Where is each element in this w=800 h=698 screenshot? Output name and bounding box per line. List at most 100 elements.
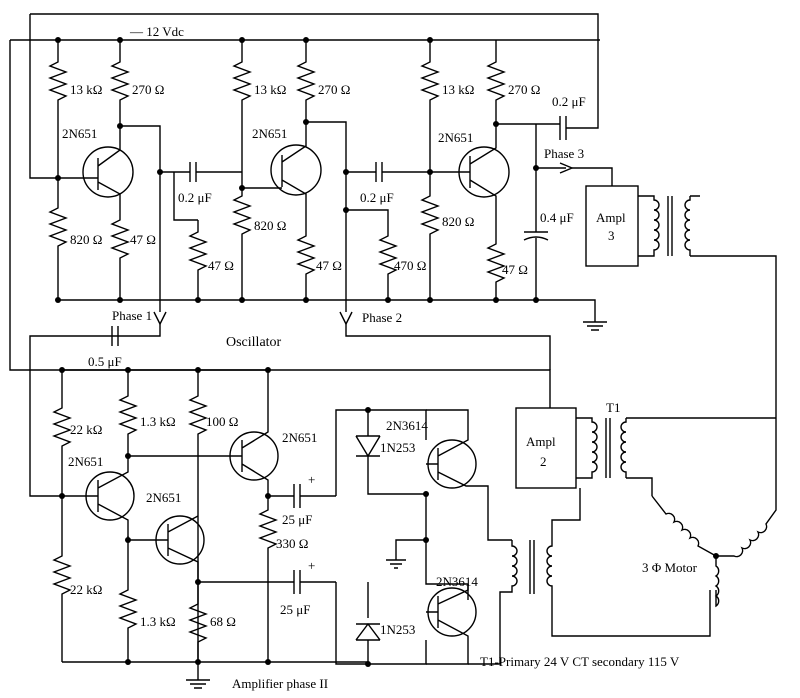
label-c1-r: 47 Ω	[208, 258, 234, 273]
resistor-470	[346, 209, 398, 300]
oscillator-section: 13 kΩ 270 Ω 2N651 820 Ω 47 Ω 0.2 μF 47 Ω	[9, 13, 607, 408]
ampl3-block: Ampl 3	[572, 167, 777, 420]
amp-ground	[186, 662, 210, 689]
label-amp-q1: 2N651	[68, 454, 103, 469]
transistor-q2-body	[270, 144, 322, 196]
label-c2: 0.2 μF	[360, 190, 394, 205]
motor-coil-a	[651, 495, 717, 557]
resistor-47-3	[486, 240, 506, 300]
resistor-22k-top	[52, 370, 72, 496]
resistor-22k-bot	[52, 496, 72, 662]
amplifier-title: Amplifier phase II	[232, 676, 328, 691]
amplifier-section: 0.5 μF 22 kΩ 22 kΩ 1.3 kΩ	[29, 324, 711, 691]
ampl3-box	[585, 185, 639, 267]
resistor-820-1	[48, 178, 68, 300]
label-1.3k-top: 1.3 kΩ	[140, 414, 176, 429]
resistor-270-2	[296, 40, 316, 122]
amp-transistor-q1-body	[85, 471, 135, 521]
motor-coil-c	[714, 556, 720, 608]
label-13k-3: 13 kΩ	[442, 82, 474, 97]
label-2n651-1: 2N651	[62, 126, 97, 141]
label-2n3614-upper: 2N3614	[386, 418, 428, 433]
capacitor-25-a	[268, 484, 336, 508]
output-secondary	[546, 488, 711, 637]
ampl3-secondary	[684, 195, 777, 420]
t1-primary	[576, 417, 598, 479]
label-820-3: 820 Ω	[442, 214, 474, 229]
feedback-capacitor	[496, 116, 580, 140]
label-1.3k-bot: 1.3 kΩ	[140, 614, 176, 629]
ground-rail	[58, 299, 596, 322]
label-cap-a: 25 μF	[282, 512, 312, 527]
oscillator-title: Oscillator	[226, 335, 282, 350]
label-c2-r: 470 Ω	[394, 258, 426, 273]
resistor-13k-3	[420, 40, 440, 172]
label-47-1: 47 Ω	[130, 232, 156, 247]
diode-1n253-lower	[355, 582, 381, 664]
transistor-q2-leads	[232, 122, 307, 232]
ground-symbol	[583, 321, 607, 331]
transistor-q3-leads	[430, 124, 497, 240]
phase3-label: Phase 3	[544, 146, 584, 161]
collector-out-1	[120, 125, 161, 312]
osc-stage-2: 13 kΩ 270 Ω 2N651 820 Ω 47 Ω	[232, 37, 551, 370]
resistor-820-3	[420, 172, 440, 300]
phase2-label: Phase 2	[362, 310, 402, 325]
label-47-2: 47 Ω	[316, 258, 342, 273]
resistor-1.3k-bot	[118, 536, 138, 662]
label-47-3: 47 Ω	[502, 262, 528, 277]
transformer-note: T1-Primary 24 V CT secondary 115 V	[480, 654, 680, 669]
phase1-label: Phase 1	[112, 308, 152, 323]
phase2-arrow	[339, 311, 353, 326]
label-820-2: 820 Ω	[254, 218, 286, 233]
collector-out-2	[306, 121, 347, 312]
label-2n651-3: 2N651	[438, 130, 473, 145]
t1-core	[605, 418, 611, 478]
amp-q3-leads	[128, 370, 269, 496]
resistor-100	[188, 370, 208, 662]
label-cfb: 0.2 μF	[552, 94, 586, 109]
osc-stage-1: 13 kΩ 270 Ω 2N651 820 Ω 47 Ω	[48, 37, 167, 326]
resistor-13k-2	[232, 40, 252, 188]
upper-drive-wire	[335, 409, 427, 496]
coupling-capacitor-2: 0.2 μF 470 Ω	[343, 162, 430, 303]
amp-q1-leads	[92, 456, 129, 540]
label-270-3: 270 Ω	[508, 82, 540, 97]
phase2-wire	[345, 324, 551, 370]
supply-label: — 12 Vdc	[129, 24, 184, 39]
lower-drive-wire	[335, 582, 427, 665]
label-amp-q3: 2N651	[282, 430, 317, 445]
ampl2-line1: Ampl	[526, 434, 556, 449]
resistor-47-2	[296, 232, 316, 300]
t1-label: T1	[606, 400, 620, 415]
feedback-wire	[30, 13, 599, 129]
resistor-820-2	[232, 188, 252, 300]
motor-coil-b	[716, 420, 777, 558]
motor-label: 3 Φ Motor	[642, 560, 698, 575]
label-c-in: 0.5 μF	[88, 354, 122, 369]
label-2n651-2: 2N651	[252, 126, 287, 141]
label-amp-q2: 2N651	[146, 490, 181, 505]
label-cap-b: 25 μF	[280, 602, 310, 617]
label-270-2: 270 Ω	[318, 82, 350, 97]
label-270-1: 270 Ω	[132, 82, 164, 97]
label-2n3614-lower: 2N3614	[436, 574, 478, 589]
resistor-1.3k-top	[118, 370, 138, 456]
ampl2-line2: 2	[540, 454, 547, 469]
transistor-q1-leads	[92, 126, 121, 210]
ampl3-line1: Ampl	[596, 210, 626, 225]
label-13k-2: 13 kΩ	[254, 82, 286, 97]
label-1n253-lower: 1N253	[380, 622, 415, 637]
lower-q-leads	[426, 584, 469, 665]
input-coupling	[29, 324, 161, 497]
capacitor-25-b	[290, 570, 336, 594]
resistor-47-c1	[173, 172, 208, 300]
cap-0.2-2	[346, 162, 430, 182]
upper-q-leads	[426, 409, 512, 541]
osc-stage-3: 13 kΩ 270 Ω 2N651 820 Ω 47 Ω 0.2 μF 0.4 …	[420, 37, 586, 303]
ampl2-block: Ampl 2 T1	[515, 400, 776, 496]
label-68: 68 Ω	[210, 614, 236, 629]
label-c1: 0.2 μF	[178, 190, 212, 205]
output-primary	[468, 540, 518, 665]
label-13k-1: 13 kΩ	[70, 82, 102, 97]
